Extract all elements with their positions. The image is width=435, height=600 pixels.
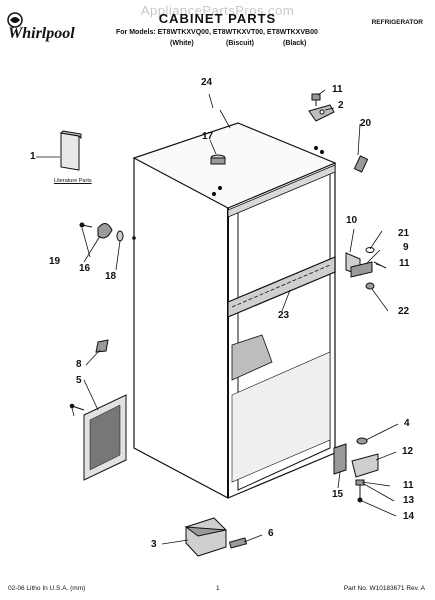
callout-16: 16: [79, 263, 91, 274]
callout-23: 23: [278, 310, 290, 321]
callout-24: 24: [201, 77, 213, 88]
callout-13: 13: [403, 495, 415, 506]
callout-15: 15: [332, 489, 344, 500]
appliance-type: REFRIGERATOR: [371, 19, 423, 26]
callout-22: 22: [398, 306, 410, 317]
callout-11-top: 11: [332, 84, 343, 95]
callout-17: 17: [202, 131, 214, 142]
watermark: AppliancePartsPros.com: [140, 3, 295, 18]
callout-6: 6: [268, 528, 274, 539]
footer-print-info: 02-06 Litho In U.S.A. (mm): [8, 585, 86, 592]
callout-11-bottom: 11: [403, 480, 414, 491]
callout-9: 9: [403, 242, 409, 253]
color-biscuit: (Biscuit): [226, 40, 254, 47]
footer-part-number: Part No. W10183671 Rev. A: [343, 585, 425, 592]
callout-4: 4: [404, 418, 410, 429]
callout-12: 12: [402, 446, 414, 457]
whirlpool-logo: Whirlpool: [7, 12, 75, 42]
callout-21: 21: [398, 228, 410, 239]
callout-19: 19: [49, 256, 61, 267]
color-black: (Black): [283, 40, 307, 47]
svg-text:Whirlpool: Whirlpool: [8, 25, 75, 42]
callout-14: 14: [403, 511, 415, 522]
model-list: For Models: ET8WTKXVQ00, ET8WTKXVT00, ET…: [116, 29, 318, 36]
callout-2: 2: [338, 100, 344, 111]
page-title: CABINET PARTS: [158, 11, 277, 26]
callout-3: 3: [151, 539, 157, 550]
callout-5: 5: [76, 375, 82, 386]
callout-8: 8: [76, 359, 82, 370]
literature-parts-label: Literature Parts: [54, 178, 92, 184]
callout-11-middle: 11: [399, 258, 410, 269]
callout-10: 10: [346, 215, 358, 226]
callout-18: 18: [105, 271, 117, 282]
callout-20: 20: [360, 118, 372, 129]
callout-1: 1: [30, 151, 36, 162]
color-white: (White): [170, 40, 194, 47]
footer-page-number: 1: [216, 585, 220, 592]
